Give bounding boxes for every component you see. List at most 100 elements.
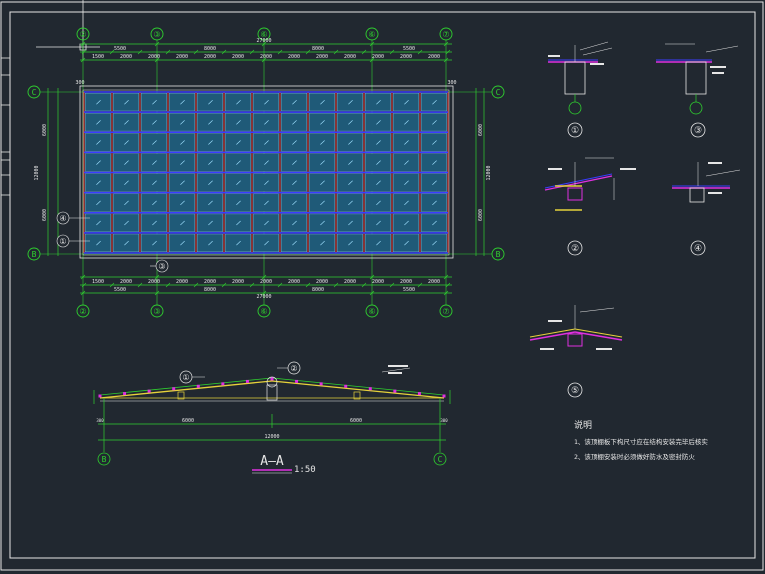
dim-tick bbox=[109, 49, 115, 55]
section-purlin bbox=[98, 394, 102, 398]
glass-panel bbox=[309, 133, 336, 152]
detail-4[interactable]: ④ bbox=[672, 162, 741, 256]
plan-outline bbox=[79, 85, 454, 259]
panel-hatch bbox=[264, 200, 269, 206]
section-axis-left: B bbox=[102, 455, 107, 464]
panel-hatch bbox=[236, 220, 241, 226]
glass-panel bbox=[337, 173, 364, 192]
node-details[interactable]: ① ③ ② bbox=[529, 41, 741, 398]
dim-tick bbox=[137, 282, 143, 288]
dim-sub-bottom: 2000 bbox=[344, 279, 356, 285]
glass-panel bbox=[168, 92, 195, 112]
dim-sub-bottom: 2000 bbox=[428, 279, 440, 285]
glass-panel bbox=[196, 153, 223, 172]
panel-hatch bbox=[404, 240, 409, 246]
glass-panel bbox=[337, 92, 364, 112]
panel-hatch bbox=[152, 120, 157, 125]
glass-panel bbox=[393, 133, 420, 152]
detail-5[interactable]: ⑤ bbox=[529, 305, 623, 398]
section-purlin bbox=[319, 382, 323, 386]
panel-hatch bbox=[292, 180, 297, 185]
panel-hatch bbox=[180, 240, 185, 246]
panel-hatch bbox=[236, 240, 241, 246]
panel-hatch bbox=[432, 220, 437, 226]
left-margin-strip bbox=[1, 57, 10, 196]
glass-panel bbox=[168, 133, 195, 152]
dim-tick bbox=[361, 49, 367, 55]
glass-panel bbox=[168, 193, 195, 212]
panel-hatch bbox=[292, 160, 297, 165]
dim-bay-bottom: 8000 bbox=[312, 287, 324, 293]
panel-hatch bbox=[348, 200, 353, 206]
panel-hatch bbox=[264, 120, 269, 125]
section-dim-total: 12000 bbox=[264, 434, 279, 440]
detail-3[interactable]: ③ bbox=[656, 43, 739, 138]
dim-sub-top: 2000 bbox=[204, 54, 216, 60]
glass-panel bbox=[337, 213, 364, 232]
panel-hatch bbox=[124, 240, 129, 246]
glass-panel bbox=[252, 193, 279, 212]
dim-tick bbox=[417, 49, 423, 55]
panel-hatch bbox=[236, 140, 241, 145]
glass-panel bbox=[421, 113, 448, 132]
panel-hatch bbox=[152, 220, 157, 226]
panel-hatch bbox=[208, 180, 213, 185]
glass-panel bbox=[112, 113, 139, 132]
glass-panel bbox=[196, 92, 223, 112]
panel-hatch bbox=[180, 120, 185, 125]
glass-panel bbox=[196, 213, 223, 232]
glass-panel bbox=[337, 193, 364, 212]
dim-sub-top: 2000 bbox=[428, 54, 440, 60]
dim-sub-top: 2000 bbox=[288, 54, 300, 60]
dim-tick bbox=[81, 282, 87, 288]
panel-hatch bbox=[404, 180, 409, 185]
panel-hatch bbox=[348, 120, 353, 125]
panel-hatch bbox=[376, 140, 381, 145]
axis-bubble-top bbox=[365, 27, 379, 41]
panel-hatch bbox=[320, 220, 325, 226]
glass-panel bbox=[281, 213, 308, 232]
glass-panel bbox=[168, 173, 195, 192]
panel-hatch bbox=[348, 100, 353, 105]
section-purlin bbox=[147, 389, 151, 393]
axis-bubble-bottom bbox=[365, 304, 379, 318]
dim-side-right-2: 6000 bbox=[478, 209, 484, 221]
glass-panel bbox=[281, 92, 308, 112]
glass-panel bbox=[365, 213, 392, 232]
panel-hatch bbox=[236, 180, 241, 185]
panel-hatch bbox=[180, 140, 185, 145]
panel-hatch bbox=[96, 100, 101, 105]
panel-hatch bbox=[320, 240, 325, 246]
section-a-a[interactable]: ① ② B C 6000 6000 12000 300 300 A—A 1:50 bbox=[93, 361, 451, 475]
glass-panel bbox=[281, 113, 308, 132]
axis-label-top: ③ bbox=[153, 30, 160, 39]
notes-heading: 说明 bbox=[574, 419, 592, 431]
panel-hatch bbox=[208, 140, 213, 145]
dim-tick bbox=[277, 49, 283, 55]
axis-bubble-side bbox=[27, 247, 41, 261]
axis-bubble-bottom bbox=[257, 304, 271, 318]
panel-hatch bbox=[320, 160, 325, 165]
detail-2[interactable]: ② bbox=[544, 157, 636, 256]
dim-sub-bottom: 2000 bbox=[176, 279, 188, 285]
dim-sub-top: 2000 bbox=[148, 54, 160, 60]
panel-hatch bbox=[320, 180, 325, 185]
glass-panel bbox=[224, 153, 251, 172]
dim-tick bbox=[165, 49, 171, 55]
dim-sub-top: 2000 bbox=[316, 54, 328, 60]
axis-bubble-side bbox=[491, 247, 505, 261]
glass-panel bbox=[393, 113, 420, 132]
glass-panel bbox=[196, 113, 223, 132]
glass-panel bbox=[84, 173, 111, 192]
dim-tick bbox=[193, 282, 199, 288]
glass-panel bbox=[309, 173, 336, 192]
panel-hatch bbox=[348, 240, 353, 246]
glass-panel bbox=[112, 133, 139, 152]
dim-tick bbox=[389, 282, 395, 288]
glass-panel bbox=[365, 113, 392, 132]
dim-tick bbox=[445, 282, 451, 288]
detail-1[interactable]: ① bbox=[548, 41, 613, 138]
glass-panel bbox=[196, 233, 223, 252]
